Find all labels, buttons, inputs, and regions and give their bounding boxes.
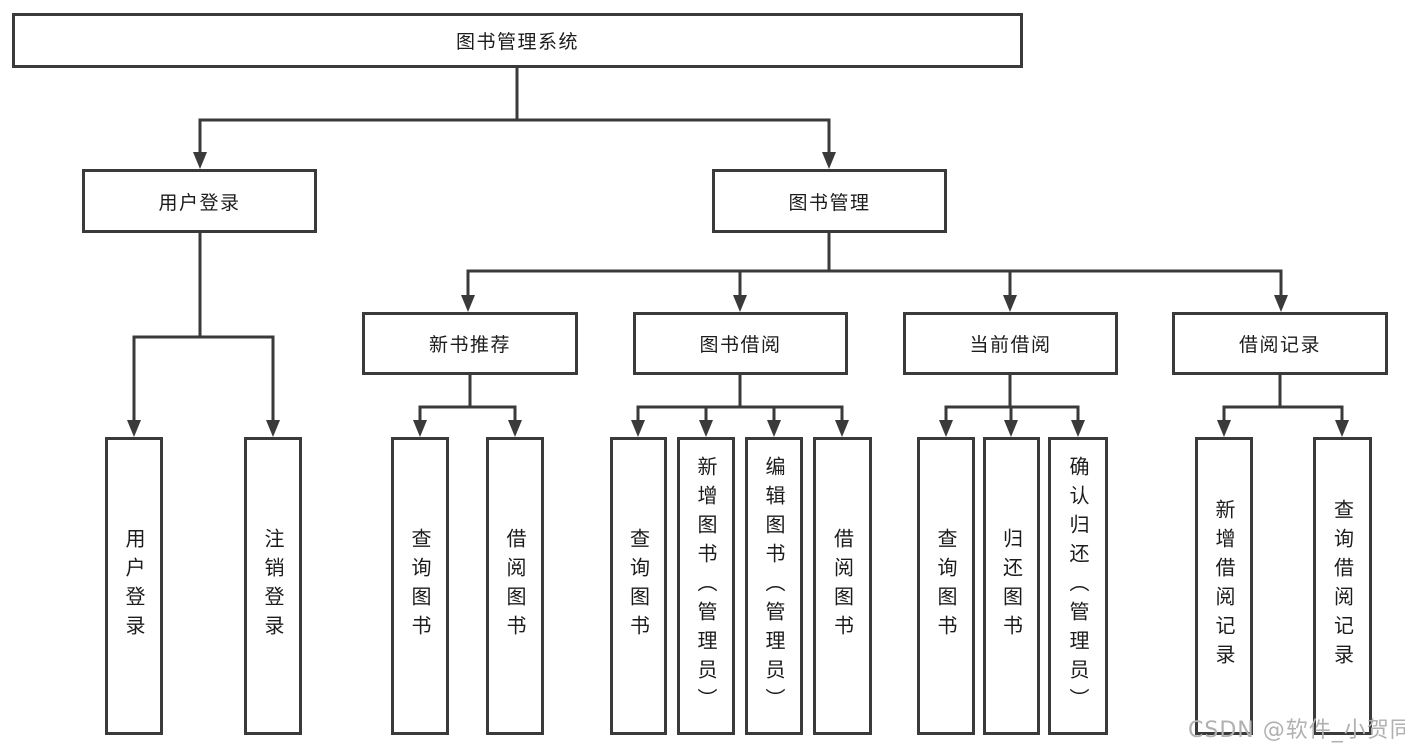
node-book-borrow-label: 图书借阅	[699, 334, 782, 356]
leaf-confirm-return: 确认归还（管理员）	[1048, 437, 1108, 735]
leaf-logout-label: 注销登录	[261, 528, 285, 644]
leaf-add-record: 新增借阅记录	[1195, 437, 1253, 735]
leaf-logout: 注销登录	[244, 437, 302, 735]
node-current-borrow: 当前借阅	[903, 312, 1118, 375]
connector-borrow-records-children	[1217, 373, 1349, 437]
leaf-borrow-book-rec-label: 借阅图书	[503, 528, 527, 644]
leaf-borrow-book-borrow-label: 借阅图书	[830, 528, 855, 644]
leaf-query-book-borrow-label: 查询图书	[626, 528, 651, 644]
node-current-borrow-label: 当前借阅	[969, 334, 1052, 356]
leaf-user-login-label: 用户登录	[122, 528, 146, 644]
connector-user-login-children	[127, 231, 280, 437]
connector-book-mgmt-to-level3	[461, 231, 1288, 312]
leaf-query-book-current-label: 查询图书	[934, 528, 958, 644]
node-root-label: 图书管理系统	[455, 31, 579, 53]
leaf-query-book-current: 查询图书	[917, 437, 975, 735]
leaf-user-login: 用户登录	[105, 437, 163, 735]
leaf-edit-book: 编辑图书（管理员）	[745, 437, 803, 735]
node-borrow-records: 借阅记录	[1172, 312, 1388, 375]
node-book-mgmt-label: 图书管理	[788, 191, 871, 214]
node-root: 图书管理系统	[12, 13, 1023, 68]
leaf-query-record-label: 查询借阅记录	[1330, 499, 1355, 673]
node-borrow-records-label: 借阅记录	[1238, 334, 1321, 356]
leaf-query-book-rec: 查询图书	[391, 437, 449, 735]
leaf-return-book: 归还图书	[983, 437, 1040, 735]
connector-book-borrow-children	[631, 373, 849, 437]
node-new-book-rec-label: 新书推荐	[428, 334, 511, 356]
leaf-borrow-book-borrow: 借阅图书	[813, 437, 872, 735]
watermark: CSDN @软件_小贺同学	[1188, 718, 1405, 743]
connector-current-borrow-children	[939, 373, 1085, 437]
connector-new-book-rec-children	[413, 373, 522, 437]
node-book-borrow: 图书借阅	[633, 312, 848, 375]
leaf-query-book-rec-label: 查询图书	[408, 528, 432, 644]
leaf-query-book-borrow: 查询图书	[610, 437, 667, 735]
leaf-borrow-book-rec: 借阅图书	[486, 437, 544, 735]
connector-root-to-level2	[193, 66, 836, 169]
leaf-query-record: 查询借阅记录	[1313, 437, 1372, 735]
leaf-confirm-return-label: 确认归还（管理员）	[1066, 455, 1090, 717]
node-new-book-rec: 新书推荐	[362, 312, 578, 375]
leaf-edit-book-label: 编辑图书（管理员）	[762, 455, 786, 717]
leaf-return-book-label: 归还图书	[999, 528, 1024, 644]
leaf-add-record-label: 新增借阅记录	[1212, 499, 1236, 673]
node-book-mgmt: 图书管理	[712, 169, 947, 233]
leaf-add-book: 新增图书（管理员）	[677, 437, 735, 735]
leaf-add-book-label: 新增图书（管理员）	[694, 455, 718, 717]
node-user-login-label: 用户登录	[158, 191, 241, 214]
node-user-login: 用户登录	[82, 169, 317, 233]
